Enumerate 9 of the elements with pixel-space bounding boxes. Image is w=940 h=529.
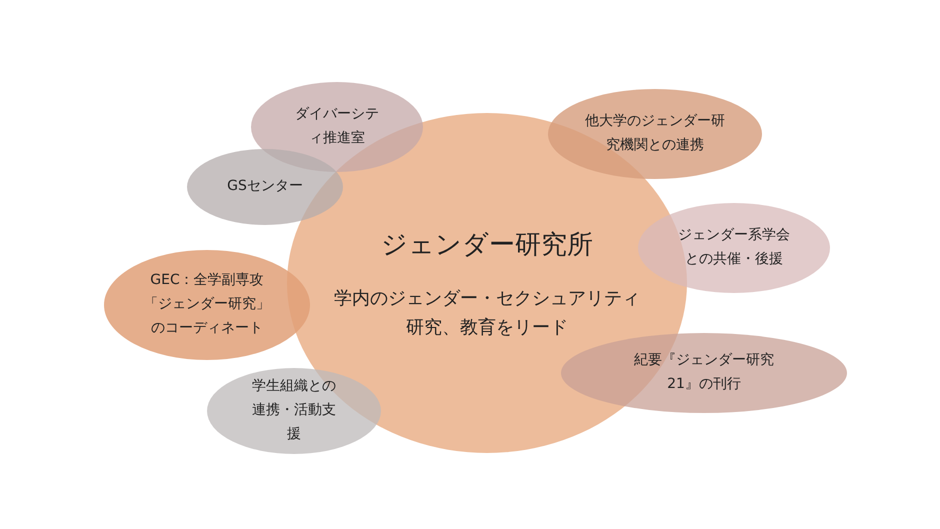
node-text: 紀要『ジェンダー研究21』の刊行 [633, 351, 775, 394]
node-text: 学内のジェンダー・セクシュアリティ研究、教育をリード [333, 287, 641, 340]
node-text: 他大学のジェンダー研究機関との連携 [584, 112, 726, 155]
node-text: 学生組織との連携・活動支援 [251, 377, 337, 444]
node-text: GEC：全学副専攻「ジェンダー研究」のコーディネート [143, 271, 271, 338]
node-title: ジェンダー研究所 [381, 229, 593, 262]
node-text: ジェンダー系学会との共催・後援 [677, 226, 791, 269]
node-text: ダイバーシティ推進室 [294, 105, 380, 148]
node-text: GSセンター [227, 177, 303, 196]
